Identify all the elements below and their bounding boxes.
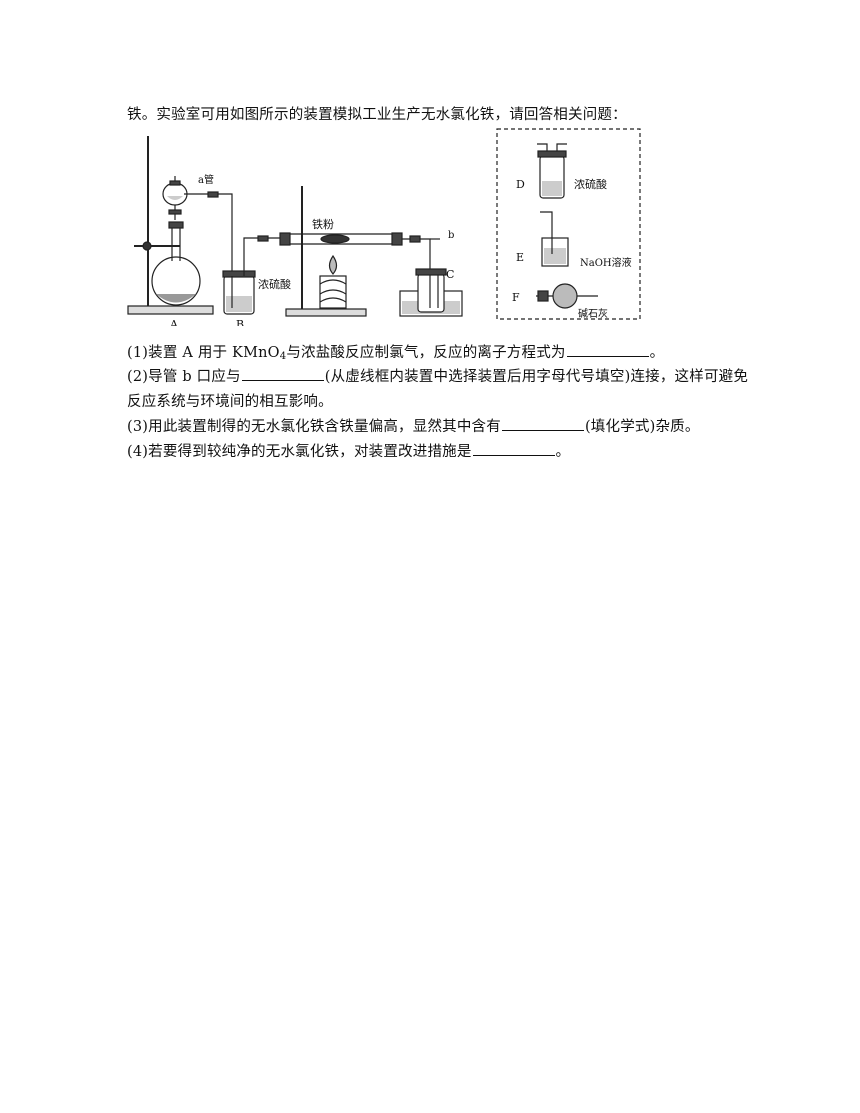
- apparatus-figure: a管 铁粉 b 浓硫酸 A B C D 浓硫酸 E NaOH溶液 F 碱石灰: [120, 126, 645, 331]
- q3-post: (填化学式)杂质。: [584, 419, 700, 435]
- label-f: F: [512, 291, 520, 304]
- question-2: (2)导管 b 口应与 (从虚线框内装置中选择装置后用字母代号填空)连接，这样可避…: [127, 365, 748, 386]
- q3-pre: (3)用此装置制得的无水氯化铁含铁量偏高，显然其中含有: [127, 419, 501, 435]
- q4-pre: (4)若要得到较纯净的无水氯化铁，对装置改进措施是: [127, 444, 472, 460]
- q4-end: 。: [555, 444, 571, 460]
- q4-answer-blank[interactable]: [472, 443, 555, 456]
- q1-subscript: 4: [279, 351, 287, 362]
- q3-answer-blank[interactable]: [501, 418, 584, 431]
- reaction-tube: [279, 186, 440, 317]
- q2-answer-blank[interactable]: [241, 368, 324, 381]
- options-box: [496, 128, 641, 320]
- question-2-continued: 反应系统与环境间的相互影响。: [127, 394, 333, 410]
- question-4: (4)若要得到较纯净的无水氯化铁，对装置改进措施是 。: [127, 440, 570, 461]
- q2-pre: (2)导管 b 口应与: [127, 369, 241, 385]
- q1-post: 与浓盐酸反应制氯气，反应的离子方程式为: [286, 345, 566, 361]
- intro-text: 铁。实验室可用如图所示的装置模拟工业生产无水氯化铁，请回答相关问题：: [127, 107, 627, 123]
- q1-end: 。: [649, 345, 665, 361]
- label-naoh: NaOH溶液: [580, 256, 632, 269]
- label-e: E: [516, 251, 524, 264]
- label-d: D: [516, 178, 525, 191]
- question-3: (3)用此装置制得的无水氯化铁含铁量偏高，显然其中含有 (填化学式)杂质。: [127, 415, 700, 436]
- apparatus-b: [222, 235, 280, 315]
- label-soda-lime: 碱石灰: [578, 307, 608, 320]
- q1-pre: (1)装置 A 用于 KMnO: [127, 345, 280, 361]
- label-a: A: [169, 318, 179, 326]
- label-c: C: [446, 268, 454, 281]
- label-conc-acid-d: 浓硫酸: [574, 177, 607, 191]
- label-conc-acid-b: 浓硫酸: [258, 277, 291, 291]
- apparatus-c: [399, 268, 463, 317]
- label-b-bottle: B: [236, 318, 244, 326]
- q1-answer-blank[interactable]: [566, 344, 649, 357]
- label-a-tube: a管: [198, 173, 214, 186]
- q2-post: (从虚线框内装置中选择装置后用字母代号填空)连接，这样可避免: [324, 369, 749, 385]
- question-1: (1)装置 A 用于 KMnO4与浓盐酸反应制氯气，反应的离子方程式为 。: [127, 341, 664, 362]
- label-b: b: [448, 230, 454, 241]
- label-iron-powder: 铁粉: [312, 218, 334, 231]
- apparatus-a: [127, 136, 245, 315]
